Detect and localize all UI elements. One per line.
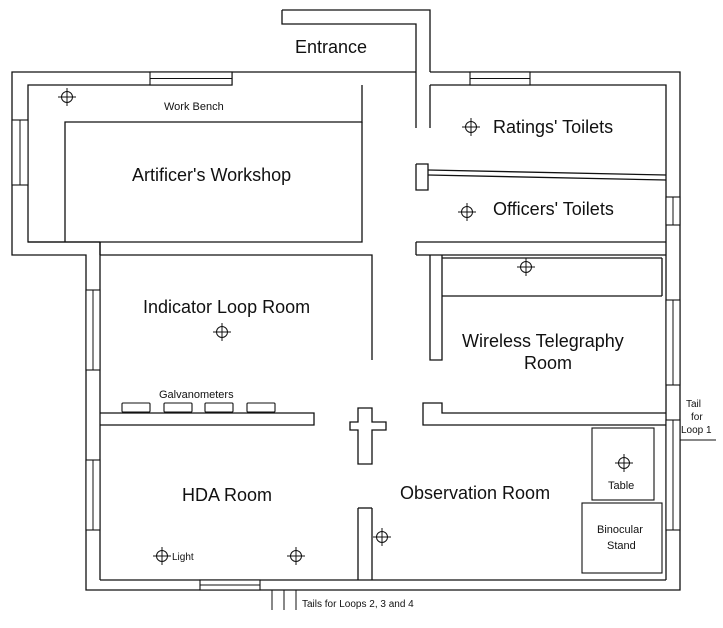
table [591,427,655,501]
officers-toilets-label: Officers' Toilets [493,199,614,219]
tail-label-line2: for [691,412,703,423]
hda-room-label: HDA Room [182,485,272,505]
light-icon [615,454,633,472]
tail-label-line3: Loop 1 [681,425,712,436]
indicator-loop-room-label: Indicator Loop Room [143,297,310,317]
wireless-telegraphy-label-line2: Room [524,353,572,373]
wireless-telegraphy-label-line1: Wireless Telegraphy [462,331,624,351]
light-icon [458,203,476,221]
tails-loops-2-3-4 [271,590,297,610]
lights [58,88,633,565]
light-icon [58,88,76,106]
binocular-label-line2: Stand [607,540,636,552]
light-icon [213,323,231,341]
light-icon [287,547,305,565]
windows [11,71,681,591]
artificers-workshop-label: Artificer's Workshop [132,165,291,185]
tail-label-line1: Tail [686,399,701,410]
binocular-stand [581,502,663,574]
binocular-label-line1: Binocular [597,524,643,536]
light-icon [373,528,391,546]
galvanometers-label: Galvanometers [159,389,234,401]
light-icon [517,258,535,276]
interior-walls [28,85,667,580]
entrance-label: Entrance [295,37,367,57]
galvanometers [121,402,276,413]
observation-room-label: Observation Room [400,483,550,503]
light-label: Light [172,552,194,563]
ratings-toilets-label: Ratings' Toilets [493,117,613,137]
table-label: Table [608,480,634,492]
tails-loops-label: Tails for Loops 2, 3 and 4 [302,599,414,610]
light-icon [462,118,480,136]
entrance-corridor [281,9,431,128]
work-bench-label: Work Bench [164,101,224,113]
light-icon [153,547,171,565]
